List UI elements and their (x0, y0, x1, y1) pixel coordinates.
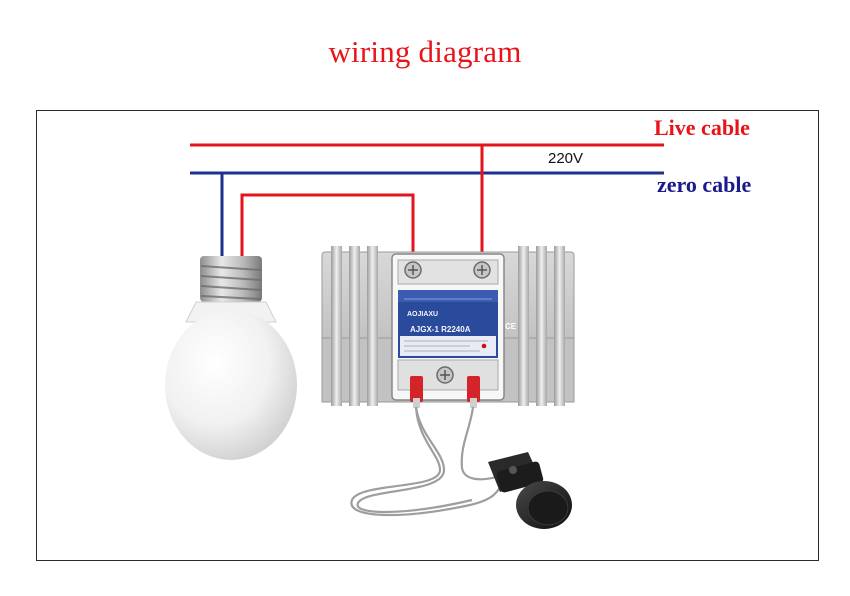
live-cable-label: Live cable (654, 115, 750, 140)
diagram-frame (36, 110, 819, 561)
diagram-title: wiring diagram (328, 34, 522, 69)
potentiometer-knob-icon (488, 452, 572, 529)
relay-model-label: AJGX-1 R2240A (410, 325, 471, 334)
relay-brand-label: AOJIAXU (407, 311, 439, 318)
relay-terminal-screw-icon (404, 261, 491, 384)
solid-state-relay (391, 253, 505, 401)
potentiometer-wires (350, 406, 506, 517)
voltage-label: 220V (548, 150, 584, 167)
relay-ce-mark: CE (505, 322, 517, 331)
light-bulb-icon (165, 256, 297, 460)
heat-sink (321, 246, 575, 406)
zero-cable-label: zero cable (657, 172, 752, 197)
relay-control-lugs (410, 376, 480, 408)
live-wire-bulb-to-relay (240, 193, 415, 268)
